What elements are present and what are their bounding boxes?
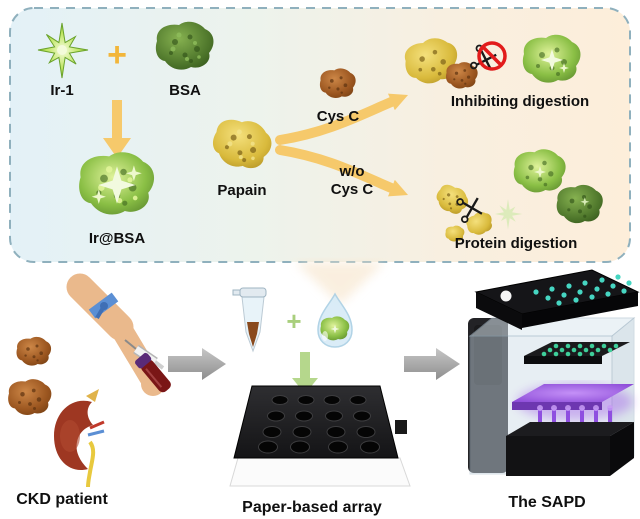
paper-array-label: Paper-based array bbox=[242, 499, 382, 516]
papain-label: Papain bbox=[217, 182, 266, 199]
prohibited-icon bbox=[477, 41, 507, 71]
plus-sign-top: + bbox=[107, 36, 127, 74]
blood-tube-icon bbox=[135, 352, 171, 393]
kidney-illustration bbox=[54, 389, 105, 488]
ckd-patient-group: CKD patient bbox=[8, 273, 171, 508]
ir-bsa-label: Ir@BSA bbox=[89, 230, 145, 247]
ckd-patient-label: CKD patient bbox=[16, 491, 108, 508]
inhibiting-digestion-cluster bbox=[401, 34, 581, 89]
serum-protein-blob bbox=[8, 379, 52, 416]
tourniquet-band bbox=[88, 292, 119, 320]
reaction-scheme-panel: Ir-1 + BSA Ir@BSA Papain bbox=[9, 7, 631, 305]
protein-digestion-label: Protein digestion bbox=[455, 235, 578, 252]
sample-tube-icon bbox=[232, 287, 267, 353]
paper-sheet bbox=[229, 457, 411, 487]
sensing-plate-dots bbox=[541, 343, 619, 357]
wo-cysc-label-line2: Cys C bbox=[331, 181, 374, 198]
down-arrow-green bbox=[292, 352, 318, 394]
reagent-droplet-icon bbox=[317, 292, 353, 348]
patient-arm-illustration bbox=[66, 273, 171, 396]
sapd-label: The SAPD bbox=[508, 494, 585, 511]
camera-hole bbox=[500, 290, 512, 302]
device-lid bbox=[474, 269, 640, 330]
down-arrow-yellow bbox=[103, 100, 131, 158]
paper-array-group: + bbox=[229, 287, 411, 516]
led-pins bbox=[537, 405, 613, 426]
sensing-plate bbox=[524, 342, 630, 364]
sapd-device-group: The SAPD bbox=[468, 269, 640, 511]
branch-arrow-lower bbox=[275, 145, 409, 197]
lid-readout-dots bbox=[533, 274, 632, 306]
workflow-section: CKD patient + bbox=[8, 269, 640, 516]
inhibiting-digestion-label: Inhibiting digestion bbox=[451, 93, 589, 110]
paper-based-array-device bbox=[233, 385, 407, 459]
workflow-arrow-1 bbox=[168, 348, 226, 380]
plus-sign-workflow: + bbox=[286, 306, 301, 336]
branch-arrow-upper bbox=[275, 93, 409, 145]
wo-cysc-label-line1: w/o bbox=[339, 163, 365, 180]
device-base bbox=[506, 405, 634, 476]
serum-protein-blob bbox=[16, 336, 52, 366]
panel-funnel-fade bbox=[295, 262, 385, 305]
ir1-starburst bbox=[37, 22, 89, 79]
cysc-label: Cys C bbox=[317, 108, 360, 125]
workflow-arrow-2 bbox=[404, 348, 460, 380]
bsa-label: BSA bbox=[169, 82, 201, 99]
ir1-label: Ir-1 bbox=[50, 82, 73, 99]
